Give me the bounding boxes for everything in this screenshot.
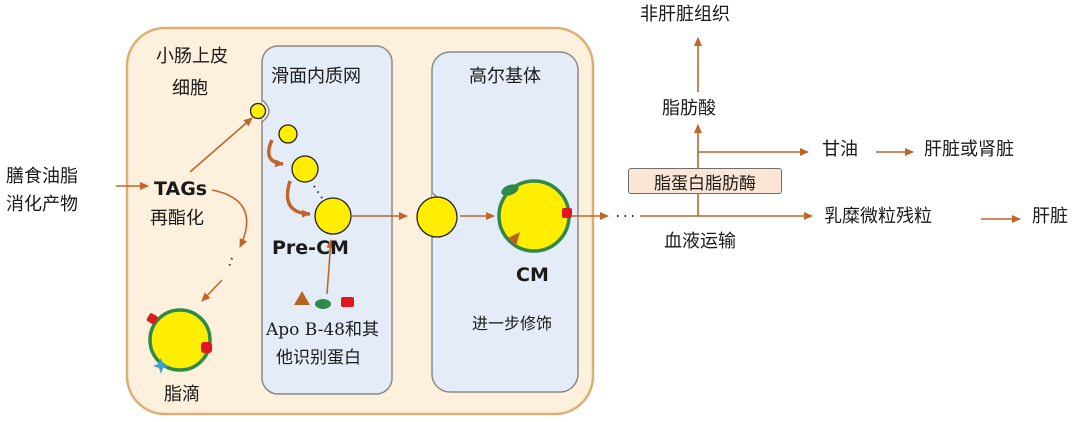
lipid-droplet-label: 脂滴 bbox=[164, 384, 200, 405]
cm-brown-protein bbox=[508, 232, 520, 246]
vesicle-1 bbox=[249, 102, 267, 120]
cell-label-line2: 细胞 bbox=[172, 78, 208, 99]
further-modification-label: 进一步修饰 bbox=[472, 314, 553, 333]
pre-cm-label: Pre-CM bbox=[272, 237, 349, 259]
arrow-tags-to-er bbox=[189, 117, 253, 173]
apo-red-block bbox=[341, 297, 354, 307]
cm-remnant-label: 乳糜微粒残粒 bbox=[824, 206, 932, 227]
lipoprotein-lipase-label: 脂蛋白脂肪酶 bbox=[628, 168, 782, 194]
cm-green-protein bbox=[501, 184, 519, 196]
vesicle-pre-cm bbox=[314, 197, 352, 235]
cm-red-protein bbox=[562, 208, 572, 218]
cell-label-line1: 小肠上皮 bbox=[156, 46, 228, 67]
transport-vesicle bbox=[416, 196, 458, 238]
fatty-acid-label: 脂肪酸 bbox=[662, 98, 716, 119]
apo-triangle bbox=[294, 291, 310, 305]
fusion-arrow-1 bbox=[267, 139, 284, 168]
arrow-to-lipid-droplet bbox=[201, 279, 223, 302]
droplet-star-protein bbox=[153, 358, 169, 374]
liver-label: 肝脏 bbox=[1032, 206, 1068, 227]
vesicle-2 bbox=[278, 124, 298, 144]
diet-label-line2: 消化产物 bbox=[6, 194, 78, 215]
tags-label: TAGs bbox=[154, 178, 208, 200]
arrow-tags-curve-down bbox=[211, 189, 248, 248]
vesicle-3 bbox=[291, 155, 319, 183]
lipid-droplet bbox=[148, 308, 212, 372]
arrow-apo-to-precm bbox=[326, 239, 335, 295]
droplet-red-protein-1 bbox=[146, 313, 158, 325]
reesterify-label: 再酯化 bbox=[150, 208, 204, 229]
droplet-red-protein-2 bbox=[201, 342, 212, 353]
apo-label-line2: 他识别蛋白 bbox=[276, 348, 361, 368]
apo-ellipse bbox=[315, 299, 331, 309]
golgi-title: 高尔基体 bbox=[469, 66, 541, 87]
dots-er bbox=[313, 185, 323, 199]
blood-transport-label: 血液运输 bbox=[664, 231, 736, 252]
non-liver-tissue-label: 非肝脏组织 bbox=[640, 4, 730, 25]
ser-title: 滑面内质网 bbox=[271, 66, 361, 87]
diet-label-line1: 膳食油脂 bbox=[6, 166, 78, 187]
apo-label-line1: Apo B-48和其 bbox=[266, 320, 379, 340]
cm-label: CM bbox=[516, 264, 549, 286]
glycerol-label: 甘油 bbox=[822, 139, 858, 160]
liver-or-kidney-label: 肝脏或肾脏 bbox=[924, 139, 1014, 160]
fusion-arrow-2 bbox=[285, 180, 311, 218]
